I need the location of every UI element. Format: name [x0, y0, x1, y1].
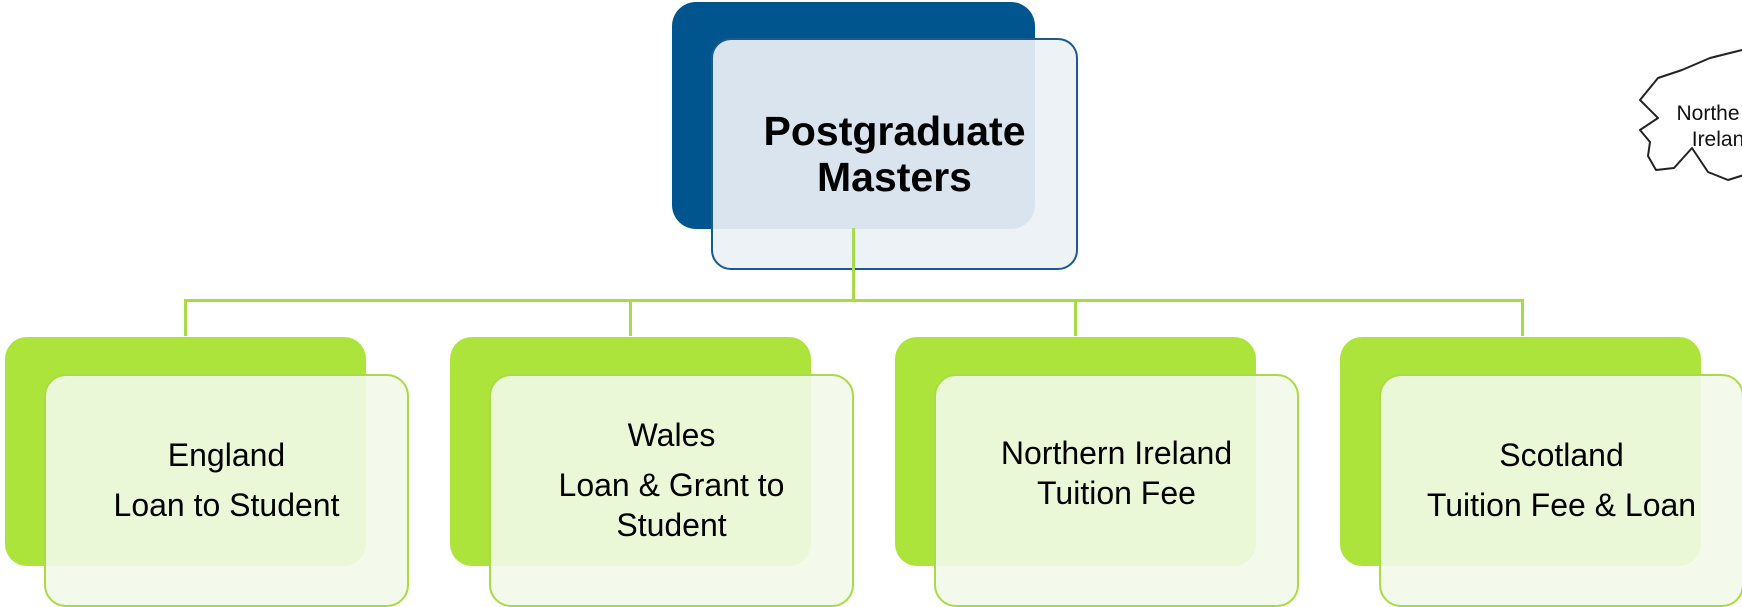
connector-drop-wales: [629, 299, 632, 336]
root-node-label: Postgraduate Masters: [711, 38, 1078, 270]
child-england-line-2: Loan to Student: [113, 486, 340, 523]
child-scotland-card: [1379, 374, 1742, 607]
child-wales-line-3: Student: [616, 506, 727, 543]
child-northern-ireland-label: Northern Ireland Tuition Fee: [934, 374, 1299, 607]
connector-bus: [184, 299, 1524, 302]
child-england-line-1: England: [167, 436, 286, 473]
child-scotland-line-1: Scotland: [1499, 436, 1624, 473]
map-label-line-2: Irelan: [1692, 128, 1742, 151]
child-england-label: England Loan to Student: [44, 374, 409, 607]
root-line-1: Postgraduate: [763, 108, 1026, 154]
connector-drop-england: [184, 299, 187, 336]
connector-drop-scotland: [1521, 299, 1524, 336]
northern-ireland-map-icon: Northe Irelan: [1639, 48, 1742, 181]
child-scotland-label: Scotland Tuition Fee & Loan: [1379, 374, 1742, 607]
root-line-2: Masters: [817, 154, 972, 200]
child-wales-label: Wales Loan & Grant to Student: [489, 374, 854, 607]
map-label-line-1: Northe: [1676, 102, 1739, 125]
child-england-card: [44, 374, 409, 607]
connector-trunk: [852, 228, 855, 301]
connector-drop-northern-ireland: [1074, 299, 1077, 336]
child-northern-ireland-line-1: Northern Ireland: [1000, 434, 1233, 471]
child-scotland-line-2: Tuition Fee & Loan: [1426, 486, 1697, 523]
map-outline: [1639, 48, 1742, 181]
root-node-card: [711, 38, 1078, 270]
child-northern-ireland-line-2: Tuition Fee: [1037, 474, 1196, 511]
child-wales-line-2: Loan & Grant to: [558, 466, 785, 503]
child-wales-line-1: Wales: [627, 416, 716, 453]
